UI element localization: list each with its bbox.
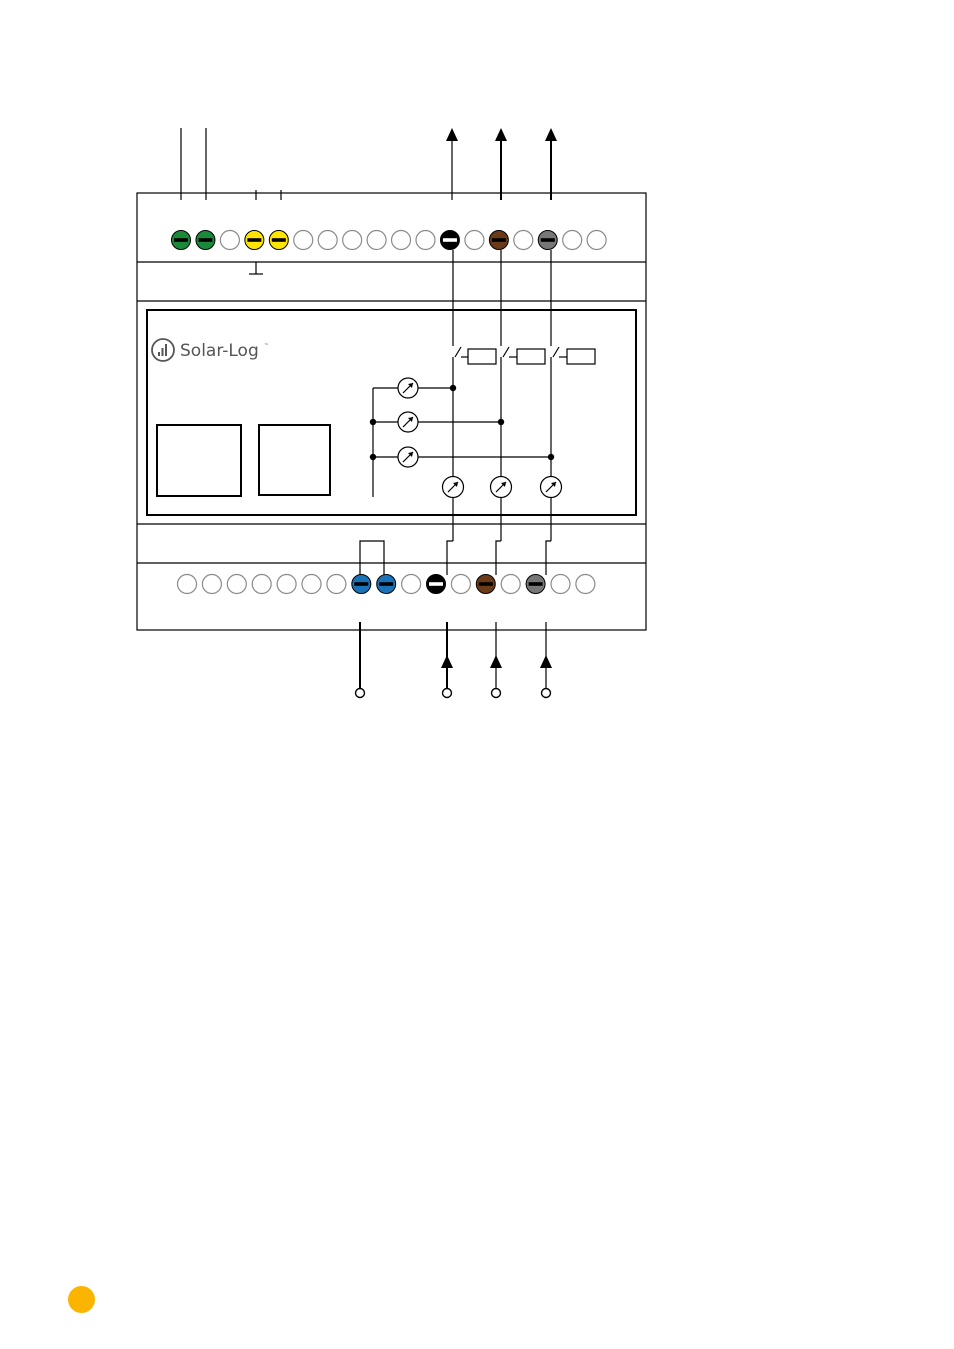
terminal-screw-slot — [491, 238, 506, 242]
current-meters — [441, 475, 563, 499]
terminal-empty — [464, 229, 485, 251]
measuring-instrument-icon — [441, 475, 465, 499]
logo-text: Solar-Log — [180, 341, 259, 361]
junction-dots — [369, 384, 555, 461]
arrows — [441, 128, 557, 668]
terminal-empty — [219, 229, 240, 251]
measuring-instrument-icon — [397, 446, 419, 468]
terminal-screw-slot — [354, 582, 369, 586]
measuring-instrument-icon — [489, 475, 513, 499]
solar-log-logo-icon — [151, 338, 175, 362]
page-marker — [68, 1286, 95, 1313]
measuring-instrument-icon — [397, 377, 419, 399]
up-arrow-icon — [545, 128, 557, 141]
terminal-empty — [201, 573, 222, 595]
open-circle-terminal-icon — [354, 687, 366, 699]
voltage-meters — [397, 377, 419, 468]
display-window-right — [258, 424, 331, 496]
open-circle-terminal-icon — [490, 687, 502, 699]
open-circle-terminal-icon — [540, 687, 552, 699]
terminal-empty — [450, 573, 471, 595]
terminal-screw-slot — [271, 238, 286, 242]
terminal-screw-slot — [247, 238, 262, 242]
terminal-empty — [401, 573, 422, 595]
terminal-empty — [575, 573, 596, 595]
terminal-screw-slot — [198, 238, 213, 242]
terminal-screw-slot — [478, 582, 493, 586]
terminal-empty — [415, 229, 436, 251]
top-terminal-row — [171, 229, 607, 251]
connection-points — [354, 687, 552, 699]
terminal-empty — [562, 229, 583, 251]
terminal-empty — [251, 573, 272, 595]
terminal-empty — [317, 229, 338, 251]
terminal-empty — [513, 229, 534, 251]
terminal-screw-slot — [442, 238, 457, 242]
device-housing — [136, 192, 647, 631]
terminal-screw-slot — [174, 238, 188, 242]
up-arrow-icon — [441, 655, 453, 668]
terminal-empty — [176, 573, 198, 595]
terminal-empty — [293, 229, 314, 251]
terminal-empty — [326, 573, 347, 595]
terminal-empty — [301, 573, 322, 595]
logo-trademark: ™ — [264, 343, 269, 349]
terminal-empty — [586, 229, 607, 251]
front-panel — [146, 309, 637, 516]
up-arrow-icon — [446, 128, 458, 141]
terminal-screw-slot — [540, 238, 555, 242]
display-window-left — [156, 424, 242, 497]
terminal-empty — [226, 573, 247, 595]
up-arrow-icon — [490, 655, 502, 668]
solar-log-logo: Solar-Log ™ — [151, 338, 269, 362]
terminal-screw-slot — [429, 582, 443, 586]
terminal-empty — [276, 573, 297, 595]
up-arrow-icon — [495, 128, 507, 141]
terminal-empty — [342, 229, 363, 251]
terminal-screw-slot — [379, 582, 394, 586]
measuring-instrument-icon — [539, 475, 563, 499]
terminal-empty — [500, 573, 521, 595]
terminal-empty — [390, 229, 412, 251]
measuring-instrument-icon — [397, 411, 419, 433]
terminal-empty — [366, 229, 387, 251]
up-arrow-icon — [540, 655, 552, 668]
terminal-empty — [550, 573, 571, 595]
terminal-screw-slot — [528, 582, 543, 586]
open-circle-terminal-icon — [441, 687, 453, 699]
bottom-terminal-row — [176, 573, 596, 595]
wiring — [180, 128, 596, 688]
